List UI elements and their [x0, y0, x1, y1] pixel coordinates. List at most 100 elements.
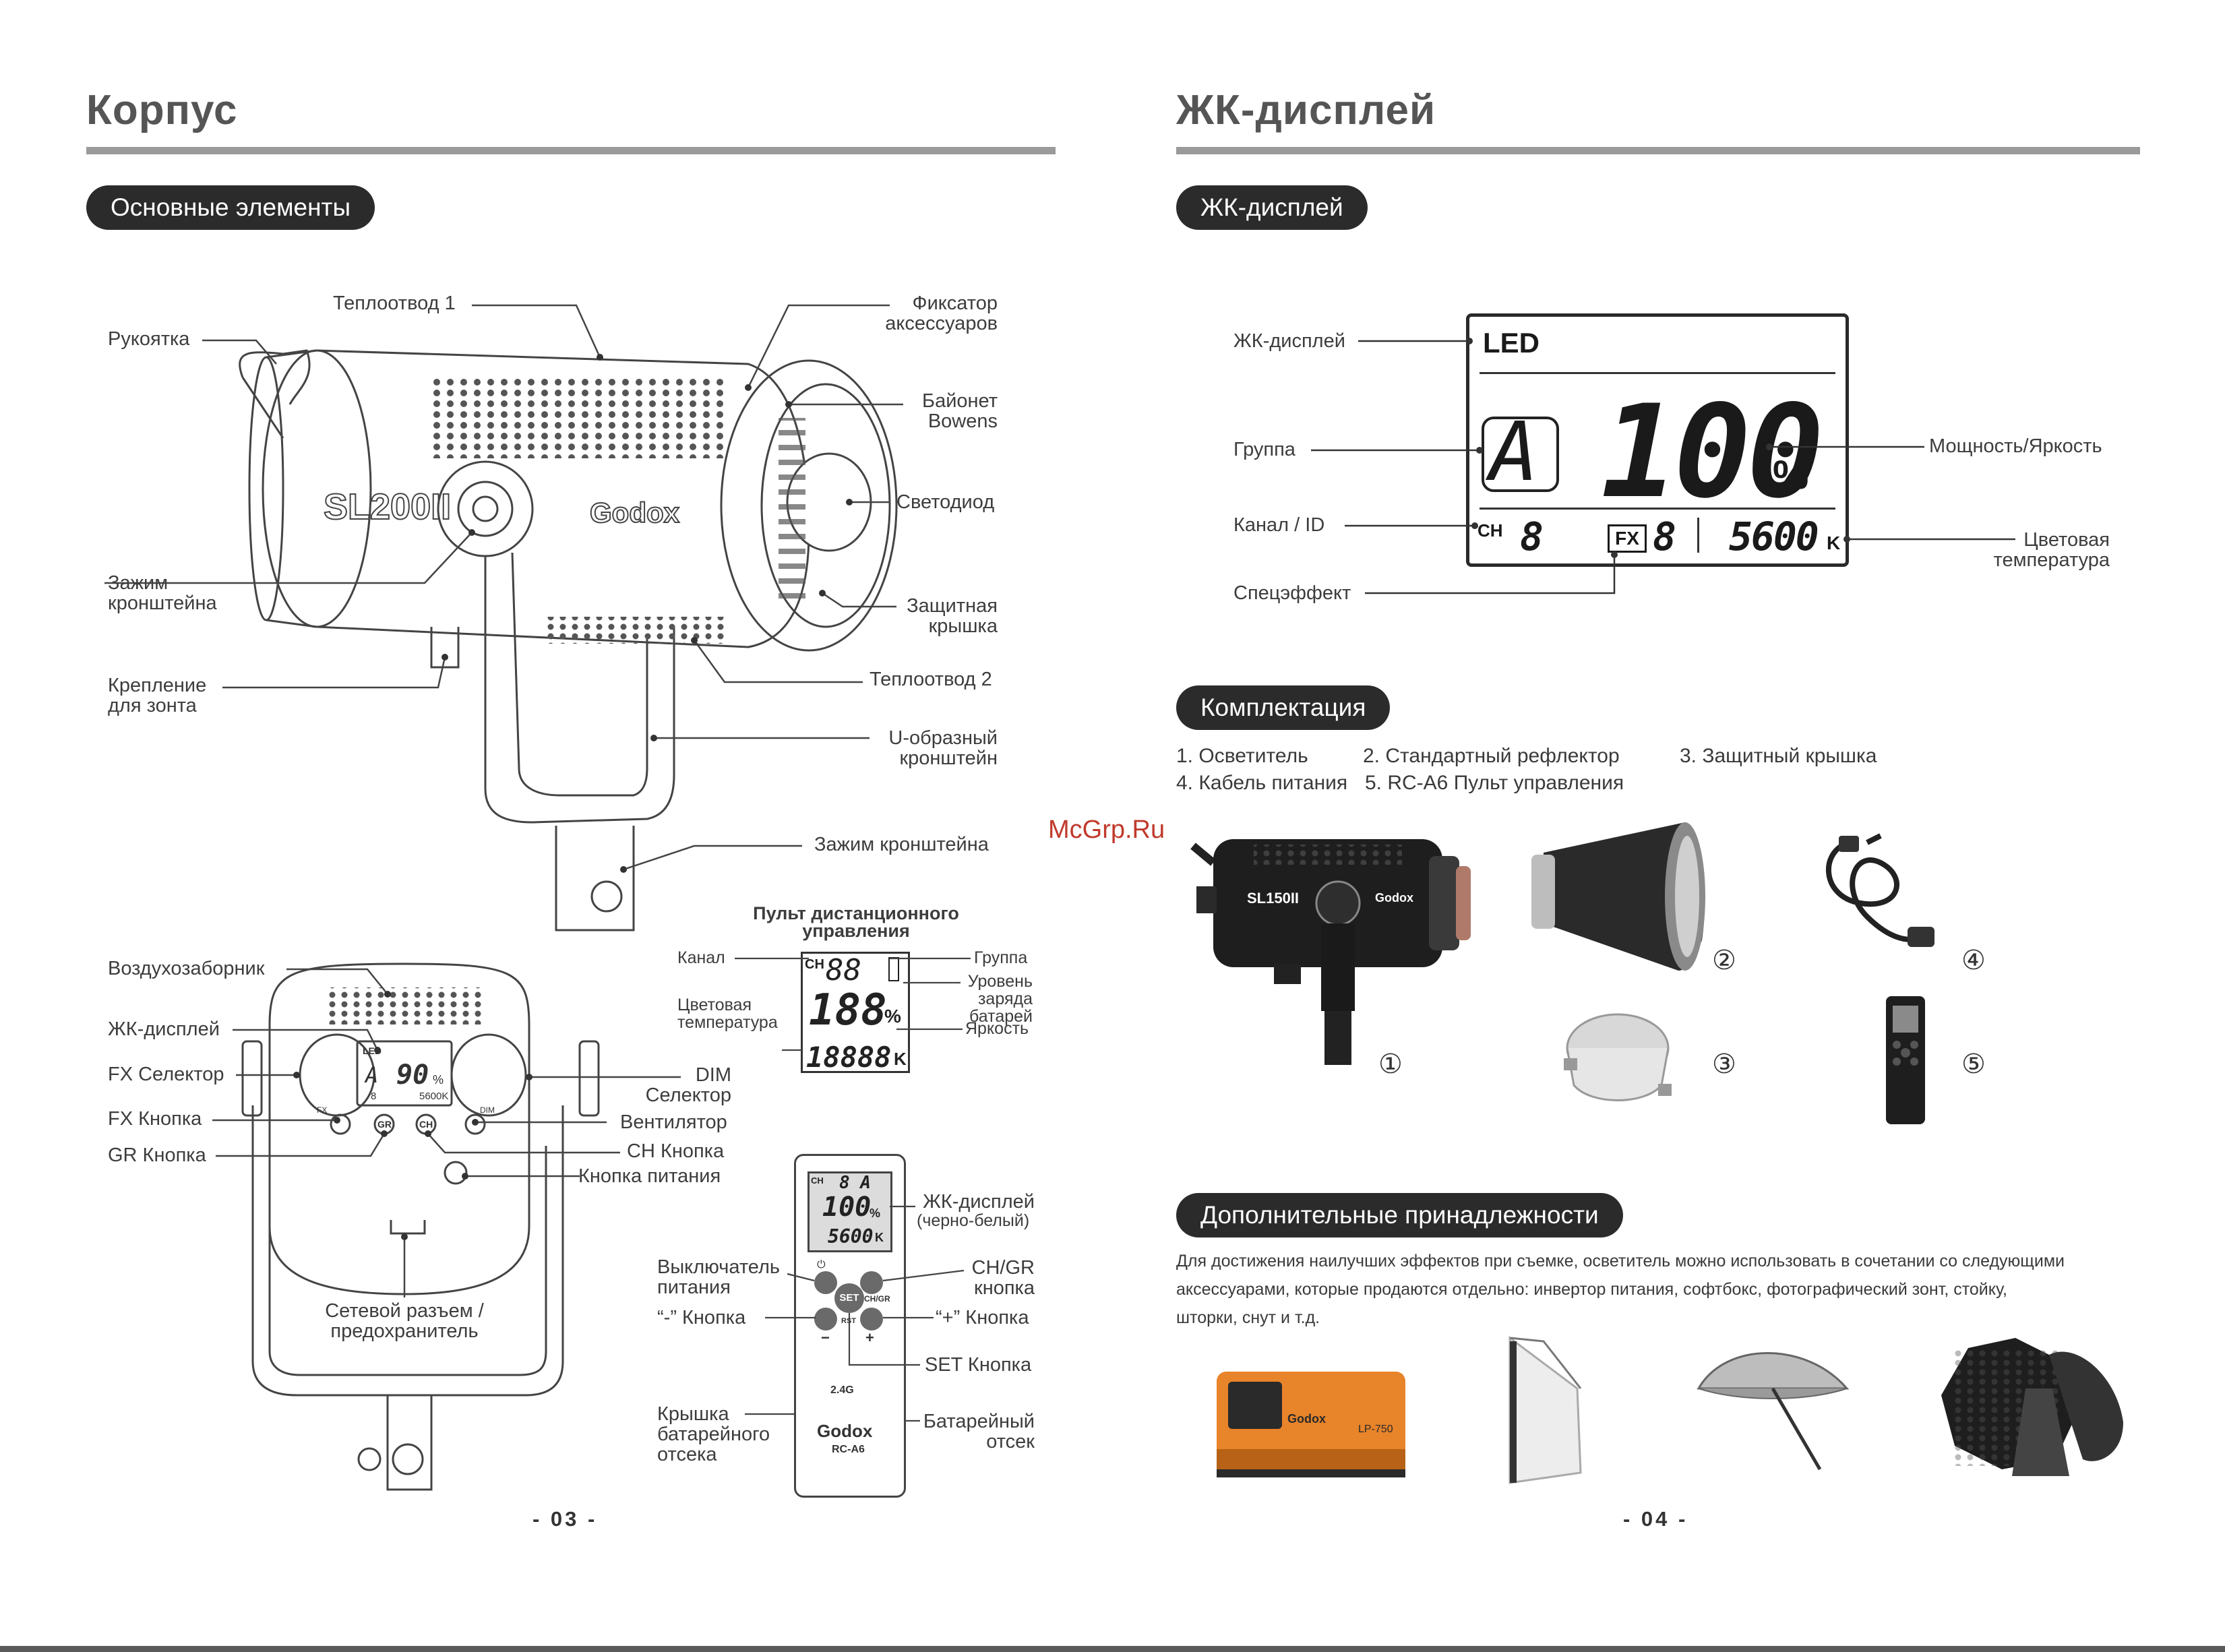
package-lamp-logo: Godox	[1375, 891, 1413, 905]
remote-box-leaders	[735, 957, 971, 1051]
remote-box-channel: Канал	[677, 948, 725, 967]
remote-box-group: Группа	[974, 948, 1028, 967]
package-item-3: 3. Защитный крышка	[1680, 745, 1877, 767]
remote-plus-button[interactable]	[860, 1308, 883, 1330]
remote-box-color-temp: Цветовая температура	[677, 996, 778, 1032]
big-lcd-separator	[1697, 518, 1699, 553]
remote-chgr-button[interactable]	[860, 1271, 883, 1294]
remote-wireless-text: 2.4G	[830, 1384, 854, 1396]
rear-lcd-group: A	[365, 1062, 379, 1088]
remote-minus-button[interactable]	[814, 1308, 837, 1330]
big-lcd-fx-label: FX	[1608, 524, 1647, 553]
remote-set-button[interactable]: SET	[834, 1283, 864, 1313]
package-item-4: 4. Кабель питания	[1176, 772, 1348, 794]
inverter-brand: Godox	[1287, 1412, 1326, 1426]
remote-box-lcd-temp: 18888	[806, 1041, 892, 1074]
remote-power-symbol: ⏻	[817, 1259, 826, 1271]
inverter-model: LP-750	[1358, 1424, 1393, 1435]
label-handle: Рукоятка	[108, 328, 190, 350]
right-section-pill-lcd: ЖК-дисплей	[1176, 185, 1368, 230]
label-protective-cover: Защитная крышка	[907, 595, 998, 637]
right-title-rule	[1176, 147, 2140, 154]
package-mark-3: ③	[1712, 1049, 1736, 1079]
remote-label-plus: “+” Кнопка	[936, 1307, 1029, 1328]
package-lamp-model: SL150II	[1247, 890, 1300, 907]
big-lcd-frame	[1466, 313, 1849, 567]
big-lcd-temp: 5600	[1729, 514, 1819, 559]
right-page-number: - 04 -	[1623, 1507, 1688, 1531]
lcd-label-channel: Канал / ID	[1233, 514, 1325, 536]
big-lcd-divider-bottom	[1480, 508, 1835, 510]
package-item-1: 1. Осветитель	[1176, 745, 1308, 767]
rear-lcd-mode: LED	[363, 1045, 382, 1056]
lcd-label-effect: Спецэффект	[1233, 582, 1351, 604]
package-item-5: 5. RC-A6 Пульт управления	[1365, 772, 1624, 794]
remote-power-button[interactable]	[814, 1271, 837, 1294]
lcd-label-lcd: ЖК-дисплей	[1233, 330, 1345, 352]
label-fan: Вентилятор	[620, 1111, 727, 1133]
rear-fx-text: FX	[317, 1105, 328, 1115]
label-umbrella-mount: Крепление для зонта	[108, 675, 207, 716]
rear-dim-text: DIM	[480, 1105, 495, 1115]
remote-box-title: Пульт дистанционного управления	[753, 903, 959, 941]
left-title-rule	[86, 147, 1056, 154]
package-mark-4: ④	[1961, 946, 1986, 975]
remote-box-lcd-ch: CH	[805, 957, 824, 972]
label-power-socket: Сетевой разъем / предохранитель	[325, 1300, 484, 1342]
label-power-button: Кнопка питания	[578, 1165, 721, 1187]
lcd-label-group: Группа	[1233, 439, 1296, 460]
label-bracket-clamp-2: Зажим кронштейна	[814, 834, 989, 855]
remote-box-lcd-power: 188	[809, 985, 887, 1035]
label-heatsink-2: Теплоотвод 2	[870, 669, 992, 690]
accessories-paragraph: Для достижения наилучших эффектов при съ…	[1176, 1252, 2065, 1327]
remote-label-battery-comp: Батарейный отсек	[923, 1411, 1035, 1452]
rear-lcd-power: 90	[396, 1060, 429, 1091]
label-ch-button: CH Кнопка	[627, 1140, 725, 1162]
big-lcd-k: K	[1827, 532, 1841, 553]
left-page-number: - 03 -	[532, 1507, 598, 1531]
big-lcd-group: A	[1490, 406, 1539, 499]
label-bracket-clamp: Зажим кронштейна	[108, 572, 217, 614]
big-lcd-ch-label: CH	[1477, 520, 1503, 541]
remote-label-lcd-note: (черно-белый)	[917, 1211, 1030, 1230]
label-bowens: Байонет Bowens	[922, 390, 998, 432]
remote-label-lcd: ЖК-дисплей	[923, 1191, 1035, 1213]
remote-label-set: SET Кнопка	[925, 1354, 1032, 1376]
label-fx-selector: FX Селектор	[108, 1064, 224, 1085]
left-section-pill: Основные элементы	[86, 185, 375, 230]
remote-screen-unit: %	[870, 1206, 881, 1220]
rear-gr-text[interactable]: GR	[377, 1119, 392, 1130]
label-lcd: ЖК-дисплей	[108, 1018, 220, 1040]
label-heatsink-1: Теплоотвод 1	[333, 293, 456, 314]
remote-screen-ch: CH	[811, 1175, 824, 1186]
label-u-bracket: U-образный кронштейн	[888, 727, 998, 769]
remote-box-lcd	[801, 952, 910, 1073]
remote-chgr-text: CH/GR	[864, 1294, 890, 1304]
remote-screen-power: 100	[822, 1192, 872, 1223]
rear-lcd-temp: 5600K	[419, 1091, 449, 1102]
remote-leaders	[745, 1205, 965, 1422]
remote-minus-text: −	[821, 1329, 830, 1346]
rear-ch-text[interactable]: CH	[419, 1119, 433, 1130]
lamp-logo-text: Godox	[590, 497, 680, 528]
package-mark-5: ⑤	[1961, 1049, 1986, 1079]
package-mark-1: ①	[1378, 1049, 1403, 1079]
big-lcd-mode: LED	[1483, 327, 1540, 359]
big-lcd-fx: 8	[1653, 514, 1676, 559]
label-air-intake: Воздухозаборник	[108, 958, 265, 979]
big-lcd-group-box	[1482, 417, 1559, 492]
remote-plus-text: +	[865, 1329, 874, 1346]
label-fx-button: FX Кнопка	[108, 1108, 202, 1130]
remote-screen-temp: 5600	[828, 1225, 874, 1248]
package-item-2: 2. Стандартный рефлектор	[1363, 745, 1620, 767]
right-page-title: ЖК-дисплей	[1176, 87, 1436, 133]
label-dim-selector: DIM Селектор	[645, 1064, 731, 1106]
big-lcd-ch: 8	[1520, 514, 1544, 559]
watermark-text: McGrp.Ru	[1048, 816, 1165, 844]
right-section-pill-accessories: Дополнительные принадлежности	[1176, 1193, 1623, 1237]
remote-brand-text: Godox	[817, 1421, 873, 1441]
big-lcd-power: 100	[1601, 377, 1824, 526]
remote-box-lcd-k: K	[894, 1049, 907, 1069]
